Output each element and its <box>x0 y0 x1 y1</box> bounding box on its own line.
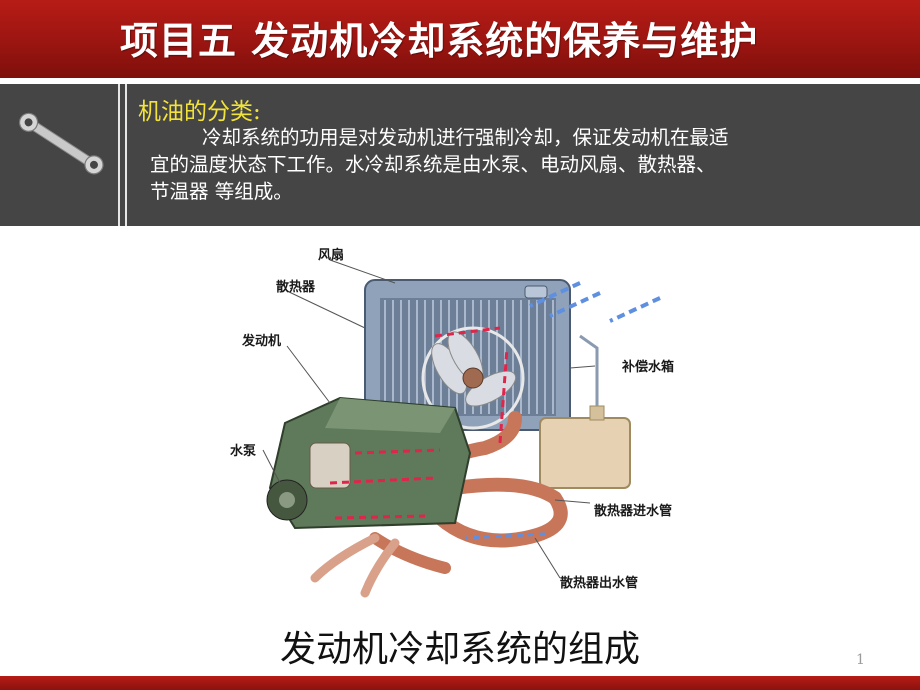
intro-paragraph: 冷却系统的功用是对发动机进行强制冷却，保证发动机在最适 宜的温度状态下工作。水冷… <box>150 124 900 205</box>
figure-caption: 发动机冷却系统的组成 <box>280 629 641 670</box>
leader-lines <box>262 259 596 579</box>
intro-band: 机油的分类: 冷却系统的功用是对发动机进行强制冷却，保证发动机在最适 宜的温度状… <box>0 84 920 226</box>
slide-title: 项目五 发动机冷却系统的保养与维护 <box>120 19 759 63</box>
divider-line <box>118 84 120 226</box>
page-number: 1 <box>856 652 865 668</box>
coolant-flow-arrows <box>329 326 509 520</box>
bottom-bar <box>0 676 920 690</box>
wrench-icon <box>18 112 104 175</box>
expansion-tank-illustration <box>539 334 631 489</box>
airflow-arrows <box>529 281 661 323</box>
label-radiator-outlet: 散热器出水管 <box>560 576 639 591</box>
divider-line <box>125 84 127 226</box>
return-flow-arrows <box>464 532 546 540</box>
label-radiator: 散热器 <box>276 280 316 295</box>
label-engine: 发动机 <box>242 334 282 349</box>
paragraph-line: 宜的温度状态下工作。水冷却系统是由水泵、电动风扇、散热器、 <box>150 153 716 176</box>
engine-illustration <box>266 396 472 530</box>
label-radiator-inlet: 散热器进水管 <box>594 504 673 519</box>
label-fan: 风扇 <box>318 248 345 263</box>
cooling-system-diagram <box>262 259 661 598</box>
paragraph-line: 节温器 等组成。 <box>150 180 293 203</box>
paragraph-line: 冷却系统的功用是对发动机进行强制冷却，保证发动机在最适 <box>202 126 729 149</box>
label-expansion-tank: 补偿水箱 <box>622 360 675 375</box>
title-bar: 项目五 发动机冷却系统的保养与维护 <box>0 0 920 78</box>
section-heading: 机油的分类: <box>138 99 261 125</box>
label-water-pump: 水泵 <box>230 444 257 459</box>
